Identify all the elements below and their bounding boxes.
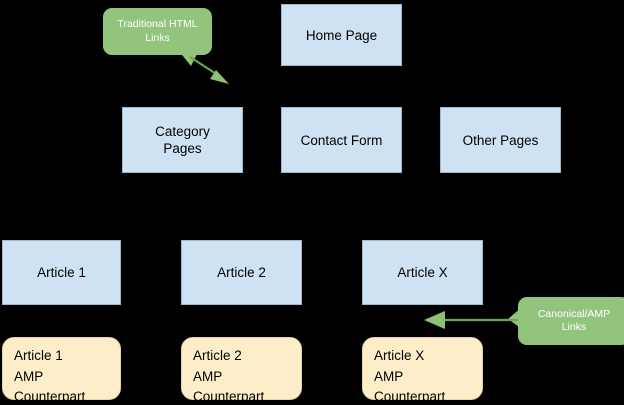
node-article-x-amp-counterpart[interactable]: Article X AMP Counterpart — [362, 337, 483, 404]
callout-traditional-html-links[interactable]: Traditional HTML Links — [103, 8, 212, 55]
callout-canonical-amp-links[interactable]: Canonical/AMP Links — [518, 297, 624, 345]
arrow-traditional-html-links — [189, 56, 222, 78]
node-article-1[interactable]: Article 1 — [2, 240, 121, 305]
node-article-2-amp-counterpart[interactable]: Article 2 AMP Counterpart — [181, 337, 302, 404]
node-article-2[interactable]: Article 2 — [181, 240, 302, 305]
arrowhead-traditional-html-links — [210, 70, 229, 84]
node-article-x[interactable]: Article X — [362, 240, 483, 305]
node-other-pages[interactable]: Other Pages — [440, 107, 561, 173]
arrowhead-canonical-amp-links — [424, 311, 445, 329]
node-category-pages[interactable]: Category Pages — [122, 107, 243, 173]
node-contact-form[interactable]: Contact Form — [281, 107, 402, 173]
node-home-page[interactable]: Home Page — [281, 4, 402, 66]
node-article-1-amp-counterpart[interactable]: Article 1 AMP Counterpart — [2, 337, 121, 404]
